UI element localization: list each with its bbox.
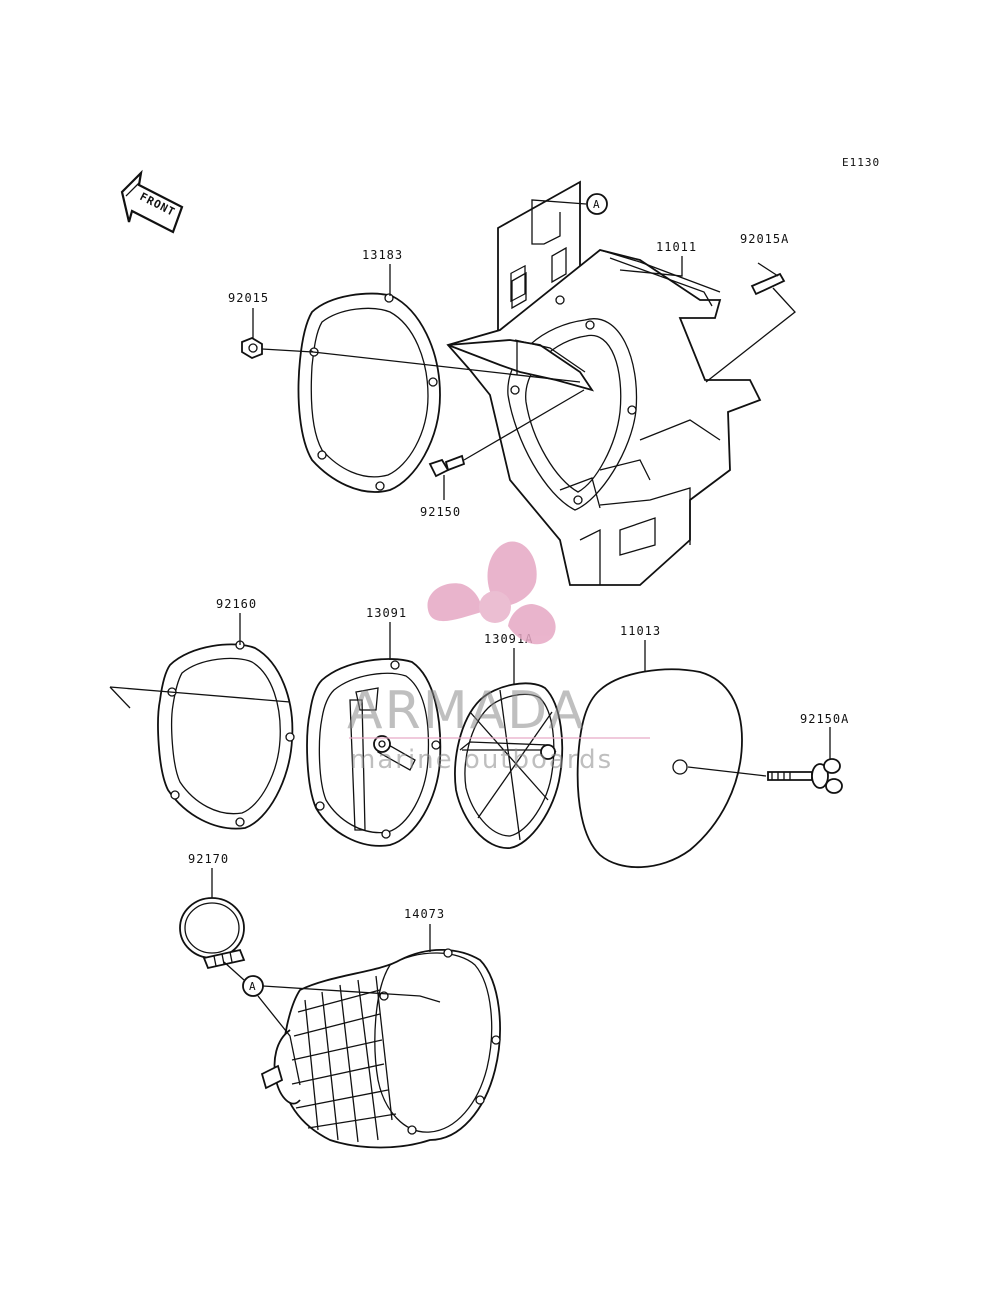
bolt-92150 [428, 454, 466, 478]
reference-marker-bottom-label: A [249, 980, 256, 993]
diagram-code: E1130 [842, 156, 880, 169]
filter-element-11013 [576, 668, 743, 869]
label-11013: 11013 [620, 624, 661, 638]
intake-boot-14073 [260, 948, 501, 1149]
backing-plate-13091 [306, 658, 442, 847]
gasket-13183 [297, 292, 441, 493]
label-92150: 92150 [420, 505, 461, 519]
label-13091: 13091 [366, 606, 407, 620]
label-92150A: 92150A [800, 712, 849, 726]
label-11011: 11011 [656, 240, 697, 254]
part-92015A-pin [750, 272, 786, 296]
nut-92015 [241, 336, 263, 360]
label-13183: 13183 [362, 248, 403, 262]
label-92170: 92170 [188, 852, 229, 866]
wing-bolt-92150A [767, 758, 843, 794]
air-box-housing [446, 180, 762, 586]
reference-marker-top-label: A [593, 198, 600, 211]
gasket-92160 [157, 640, 295, 830]
label-92015: 92015 [228, 291, 269, 305]
reference-marker-top: A [586, 193, 608, 215]
leader-lines [109, 199, 831, 1086]
watermark-tagline: marine outboards [350, 745, 613, 775]
label-14073: 14073 [404, 907, 445, 921]
reference-marker-bottom: A [242, 975, 264, 997]
clamp-92170 [179, 897, 246, 970]
filter-frame-13091A [454, 682, 564, 849]
watermark-brand: ARMADA [347, 681, 586, 741]
part-labels: 11011 92015A 13183 92015 92150 92160 130… [188, 232, 849, 921]
propeller-logo-icon [427, 541, 556, 645]
label-92015A: 92015A [740, 232, 789, 246]
armada-watermark: ARMADA marine outboards [347, 541, 650, 775]
front-arrow: FRONT [120, 169, 184, 234]
label-92160: 92160 [216, 597, 257, 611]
